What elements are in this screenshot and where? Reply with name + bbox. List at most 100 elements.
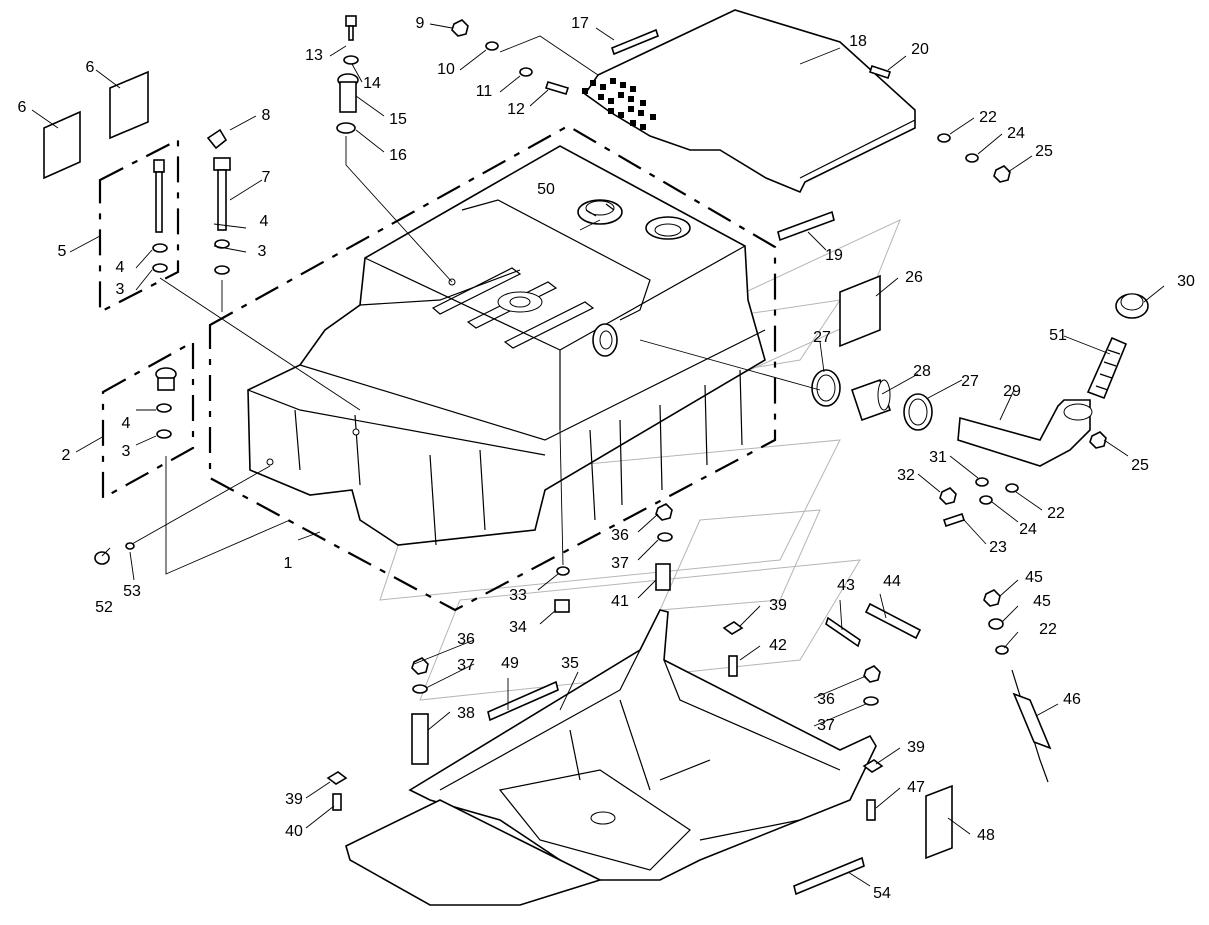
leader-lines bbox=[31, 23, 1165, 887]
callout-49: 49 bbox=[501, 655, 519, 672]
cover-plate bbox=[582, 9, 916, 194]
callouts: 1233344456678910111213141516171819202222… bbox=[18, 15, 1195, 902]
callout-13: 13 bbox=[305, 47, 323, 64]
cable-tie-46 bbox=[983, 589, 1052, 783]
bracket-39-center bbox=[722, 621, 744, 677]
callout-4: 4 bbox=[122, 415, 131, 432]
callout-33: 33 bbox=[509, 587, 527, 604]
drain-plug-2 bbox=[155, 367, 177, 439]
subframe-35 bbox=[408, 609, 877, 881]
mount-36-37-38 bbox=[411, 657, 429, 765]
callout-43: 43 bbox=[837, 577, 855, 594]
kit-boundary-tank bbox=[208, 124, 777, 612]
callout-10: 10 bbox=[437, 61, 455, 78]
callout-16: 16 bbox=[389, 147, 407, 164]
callout-28: 28 bbox=[913, 363, 931, 380]
strip-48 bbox=[925, 784, 953, 860]
mount-36-37-right bbox=[863, 665, 881, 706]
hardware-13-16 bbox=[336, 15, 359, 134]
kit-boundary-5 bbox=[98, 138, 180, 314]
floor-plate bbox=[345, 799, 603, 906]
pad-26 bbox=[839, 274, 881, 348]
callout-1: 1 bbox=[284, 555, 293, 572]
tank-cap-50 bbox=[577, 199, 623, 225]
callout-41: 41 bbox=[611, 593, 629, 610]
hose-clamp-27a bbox=[811, 369, 841, 407]
vent-bolt-5 bbox=[152, 159, 168, 273]
callout-14: 14 bbox=[363, 75, 381, 92]
callout-48: 48 bbox=[977, 827, 995, 844]
callout-36: 36 bbox=[817, 691, 835, 708]
callout-4: 4 bbox=[260, 213, 269, 230]
hardware-20-25 bbox=[868, 64, 1011, 183]
callout-38: 38 bbox=[457, 705, 475, 722]
strip-44 bbox=[864, 602, 922, 640]
strip-49 bbox=[487, 680, 559, 722]
callout-7: 7 bbox=[262, 169, 271, 186]
callout-25: 25 bbox=[1131, 457, 1149, 474]
callout-22: 22 bbox=[1047, 505, 1065, 522]
callout-30: 30 bbox=[1177, 273, 1195, 290]
hose-28 bbox=[850, 378, 892, 422]
hardware-31-32 bbox=[939, 431, 1107, 528]
callout-9: 9 bbox=[416, 15, 425, 32]
strip-43 bbox=[825, 616, 861, 648]
callout-37: 37 bbox=[457, 657, 475, 674]
callout-22: 22 bbox=[1039, 621, 1057, 638]
hose-clamp-27b bbox=[903, 393, 933, 431]
filler-pipe-29 bbox=[957, 399, 1093, 467]
callout-34: 34 bbox=[509, 619, 527, 636]
callout-36: 36 bbox=[457, 631, 475, 648]
callout-45: 45 bbox=[1033, 593, 1051, 610]
callout-3: 3 bbox=[258, 243, 267, 260]
callout-4: 4 bbox=[116, 259, 125, 276]
hardware-9-12 bbox=[451, 19, 570, 95]
callout-44: 44 bbox=[883, 573, 901, 590]
callout-39: 39 bbox=[907, 739, 925, 756]
callout-11: 11 bbox=[476, 83, 493, 100]
mount-36-37-41 bbox=[655, 503, 673, 591]
callout-29: 29 bbox=[1003, 383, 1021, 400]
callout-20: 20 bbox=[911, 41, 929, 58]
callout-36: 36 bbox=[611, 527, 629, 544]
callout-24: 24 bbox=[1007, 125, 1025, 142]
drain-plug-52-53 bbox=[94, 542, 135, 565]
callout-12: 12 bbox=[507, 101, 525, 118]
callout-40: 40 bbox=[285, 823, 303, 840]
callout-6: 6 bbox=[86, 59, 95, 76]
strip-17 bbox=[611, 28, 659, 56]
callout-37: 37 bbox=[817, 717, 835, 734]
strip-54 bbox=[793, 856, 865, 896]
callout-46: 46 bbox=[1063, 691, 1081, 708]
callout-24: 24 bbox=[1019, 521, 1037, 538]
callout-17: 17 bbox=[571, 15, 589, 32]
callout-18: 18 bbox=[849, 33, 867, 50]
callout-37: 37 bbox=[611, 555, 629, 572]
callout-51: 51 bbox=[1049, 327, 1067, 344]
tank-outlet-port bbox=[592, 323, 618, 357]
filler-strainer-51 bbox=[1086, 336, 1128, 400]
hardware-33-34 bbox=[554, 566, 570, 613]
callout-39: 39 bbox=[285, 791, 303, 808]
bracket-39-left bbox=[326, 771, 348, 811]
callout-25: 25 bbox=[1035, 143, 1053, 160]
callout-22: 22 bbox=[979, 109, 997, 126]
label-plate-6a bbox=[43, 110, 81, 180]
callout-53: 53 bbox=[123, 583, 141, 600]
vent-fitting-7-8 bbox=[206, 128, 231, 275]
tank-filler-port bbox=[645, 216, 691, 240]
callout-52: 52 bbox=[95, 599, 113, 616]
callout-47: 47 bbox=[907, 779, 925, 796]
callout-3: 3 bbox=[122, 443, 131, 460]
callout-45: 45 bbox=[1025, 569, 1043, 586]
callout-27: 27 bbox=[961, 373, 979, 390]
cover-vent-grid bbox=[582, 78, 656, 130]
label-plate-6b bbox=[109, 70, 149, 140]
callout-50: 50 bbox=[537, 181, 555, 198]
callout-42: 42 bbox=[769, 637, 787, 654]
callout-39: 39 bbox=[769, 597, 787, 614]
callout-19: 19 bbox=[825, 247, 843, 264]
callout-23: 23 bbox=[989, 539, 1007, 556]
callout-15: 15 bbox=[389, 111, 407, 128]
